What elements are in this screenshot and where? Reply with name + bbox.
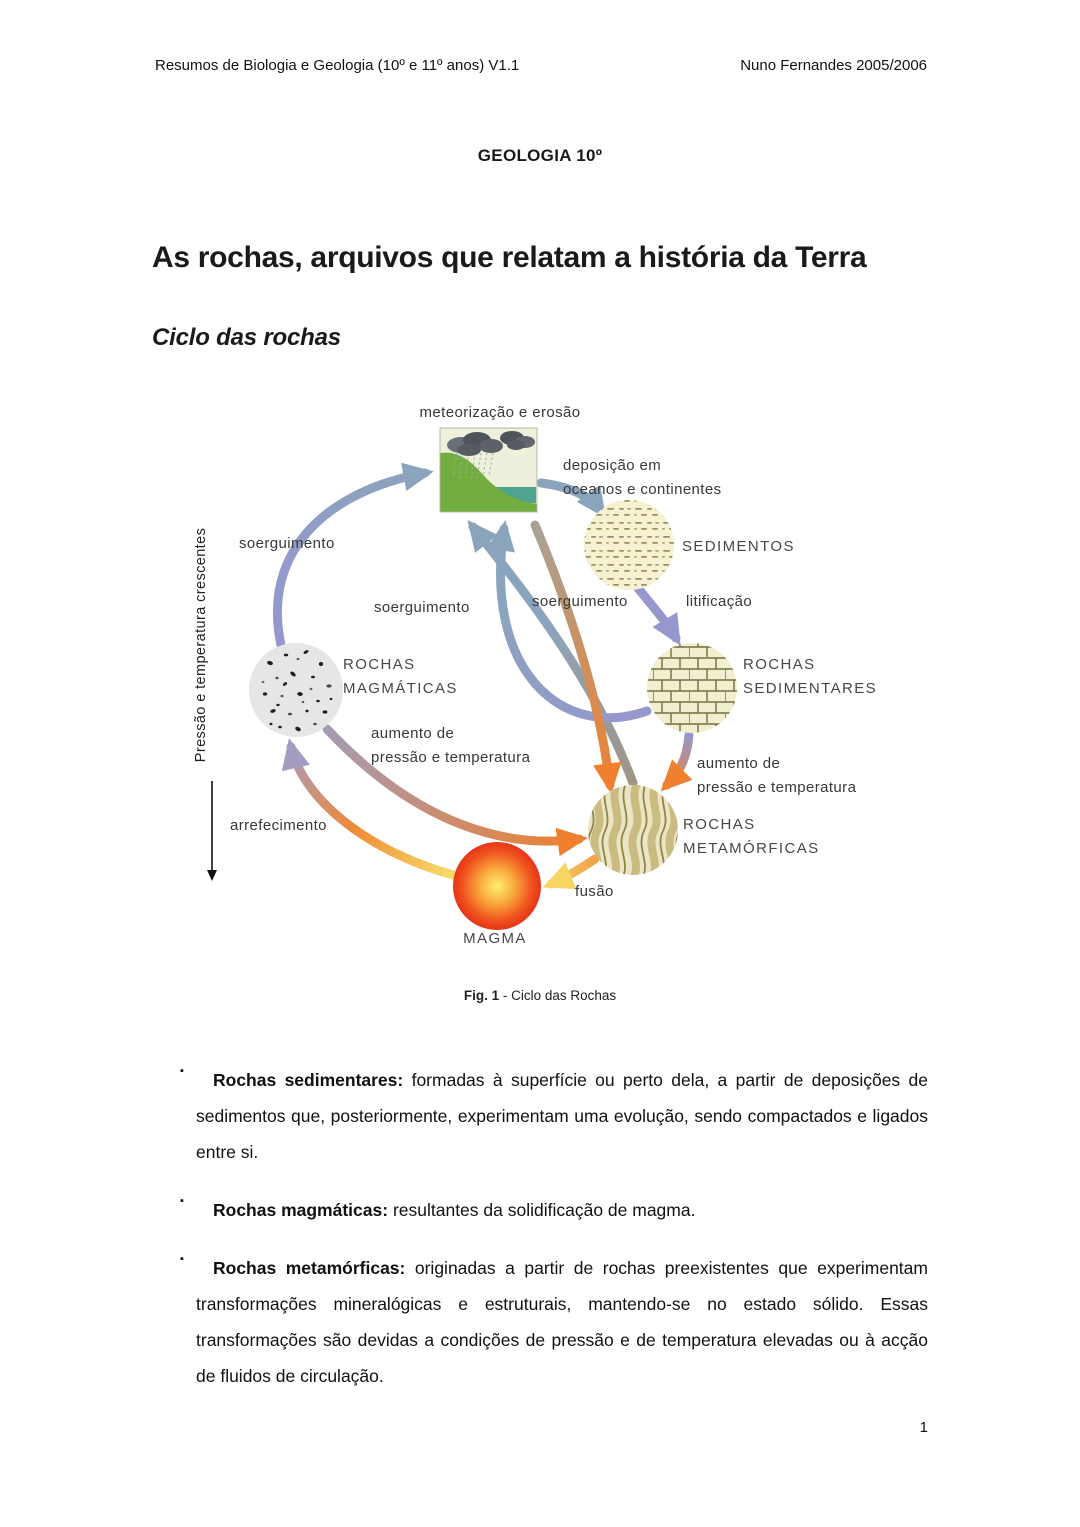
cycle-arrows bbox=[272, 462, 694, 889]
label-metamorphic-2: METAMÓRFICAS bbox=[683, 840, 820, 857]
bullet-term: Rochas metamórficas: bbox=[213, 1258, 406, 1278]
magma-circle bbox=[453, 842, 541, 930]
sediments-circle bbox=[584, 500, 674, 590]
label-sedimentary-2: SEDIMENTARES bbox=[743, 680, 877, 697]
bullet-text: Rochas metamórficas: originadas a partir… bbox=[196, 1250, 928, 1394]
label-sediments: SEDIMENTOS bbox=[682, 538, 795, 555]
label-uplift-mid: soerguimento bbox=[374, 599, 470, 616]
bullet-term: Rochas magmáticas: bbox=[213, 1200, 389, 1220]
arrow-uplift-magmatic-to-surface bbox=[272, 462, 434, 650]
arrow-uplift-sedimentary-to-surface bbox=[486, 520, 652, 723]
label-uplift-center: soerguimento bbox=[532, 593, 628, 610]
page-header: Resumos de Biologia e Geologia (10º e 11… bbox=[155, 57, 927, 74]
label-uplift-left: soerguimento bbox=[239, 535, 335, 552]
label-pt-right-1: aumento de bbox=[697, 755, 780, 772]
label-cooling: arrefecimento bbox=[230, 817, 327, 834]
header-left: Resumos de Biologia e Geologia (10º e 11… bbox=[155, 57, 520, 74]
arrow-lithification bbox=[632, 582, 681, 646]
label-magma: MAGMA bbox=[463, 930, 527, 947]
page-title: As rochas, arquivos que relatam a histór… bbox=[152, 241, 867, 274]
arrow-melting bbox=[542, 854, 600, 889]
arrow-cooling bbox=[281, 738, 458, 880]
arrow-deposition bbox=[536, 478, 607, 519]
weathering-scene bbox=[439, 427, 538, 513]
metamorphic-rocks-circle bbox=[588, 785, 678, 875]
bullet-body: originadas a partir de rochas preexisten… bbox=[196, 1258, 928, 1386]
figure-caption-text: - Ciclo das Rochas bbox=[499, 988, 617, 1003]
sedimentary-rocks-circle bbox=[647, 643, 737, 733]
list-item: ▪ Rochas magmáticas: resultantes da soli… bbox=[180, 1192, 928, 1228]
bullet-body: resultantes da solidificação de magma. bbox=[388, 1200, 696, 1220]
list-item: ▪ Rochas sedimentares: formadas à superf… bbox=[180, 1062, 928, 1170]
list-item: ▪ Rochas metamórficas: originadas a part… bbox=[180, 1250, 928, 1394]
storm-clouds bbox=[447, 431, 535, 456]
magmatic-rocks-circle bbox=[249, 643, 343, 737]
bullet-marker: ▪ bbox=[180, 1065, 184, 1077]
arrow-pt-sedimentary-to-metamorphic bbox=[660, 730, 694, 792]
bullet-text: Rochas sedimentares: formadas à superfíc… bbox=[196, 1062, 928, 1170]
rock-cycle-diagram: Pressão e temperatura crescentes bbox=[185, 393, 945, 968]
axis-label: Pressão e temperatura crescentes bbox=[193, 528, 209, 762]
bullet-marker: ▪ bbox=[180, 1253, 184, 1265]
label-deposition-2: oceanos e continentes bbox=[563, 481, 722, 498]
bullet-list: ▪ Rochas sedimentares: formadas à superf… bbox=[180, 1062, 928, 1416]
header-right: Nuno Fernandes 2005/2006 bbox=[740, 57, 927, 74]
label-magmatic-1: ROCHAS bbox=[343, 656, 416, 673]
rain bbox=[452, 452, 494, 482]
label-lithification: litificação bbox=[686, 593, 752, 610]
label-magmatic-2: MAGMÁTICAS bbox=[343, 680, 458, 697]
label-metamorphic-1: ROCHAS bbox=[683, 816, 756, 833]
label-pt-left-1: aumento de bbox=[371, 725, 454, 742]
bullet-marker: ▪ bbox=[180, 1195, 184, 1207]
label-melting: fusão bbox=[575, 883, 614, 900]
arrow-pt-magmatic-to-metamorphic bbox=[322, 724, 588, 857]
figure-caption-number: Fig. 1 bbox=[463, 988, 500, 1003]
figure-caption: Fig. 1 - Ciclo das Rochas bbox=[0, 988, 1080, 1003]
label-pt-left-2: pressão e temperatura bbox=[371, 749, 531, 766]
bullet-body: formadas à superfície ou perto dela, a p… bbox=[196, 1070, 928, 1162]
label-pt-right-2: pressão e temperatura bbox=[697, 779, 857, 796]
page-number: 1 bbox=[919, 1419, 928, 1436]
label-weathering: meteorização e erosão bbox=[420, 404, 581, 421]
label-sedimentary-1: ROCHAS bbox=[743, 656, 816, 673]
subsection-title: Ciclo das rochas bbox=[152, 324, 341, 351]
section-title: GEOLOGIA 10º bbox=[477, 146, 603, 165]
bullet-text: Rochas magmáticas: resultantes da solidi… bbox=[196, 1192, 928, 1228]
arrow-burial-surface-to-metamorphic bbox=[530, 520, 622, 794]
label-deposition-1: deposição em bbox=[563, 457, 661, 474]
bullet-term: Rochas sedimentares: bbox=[213, 1070, 404, 1090]
